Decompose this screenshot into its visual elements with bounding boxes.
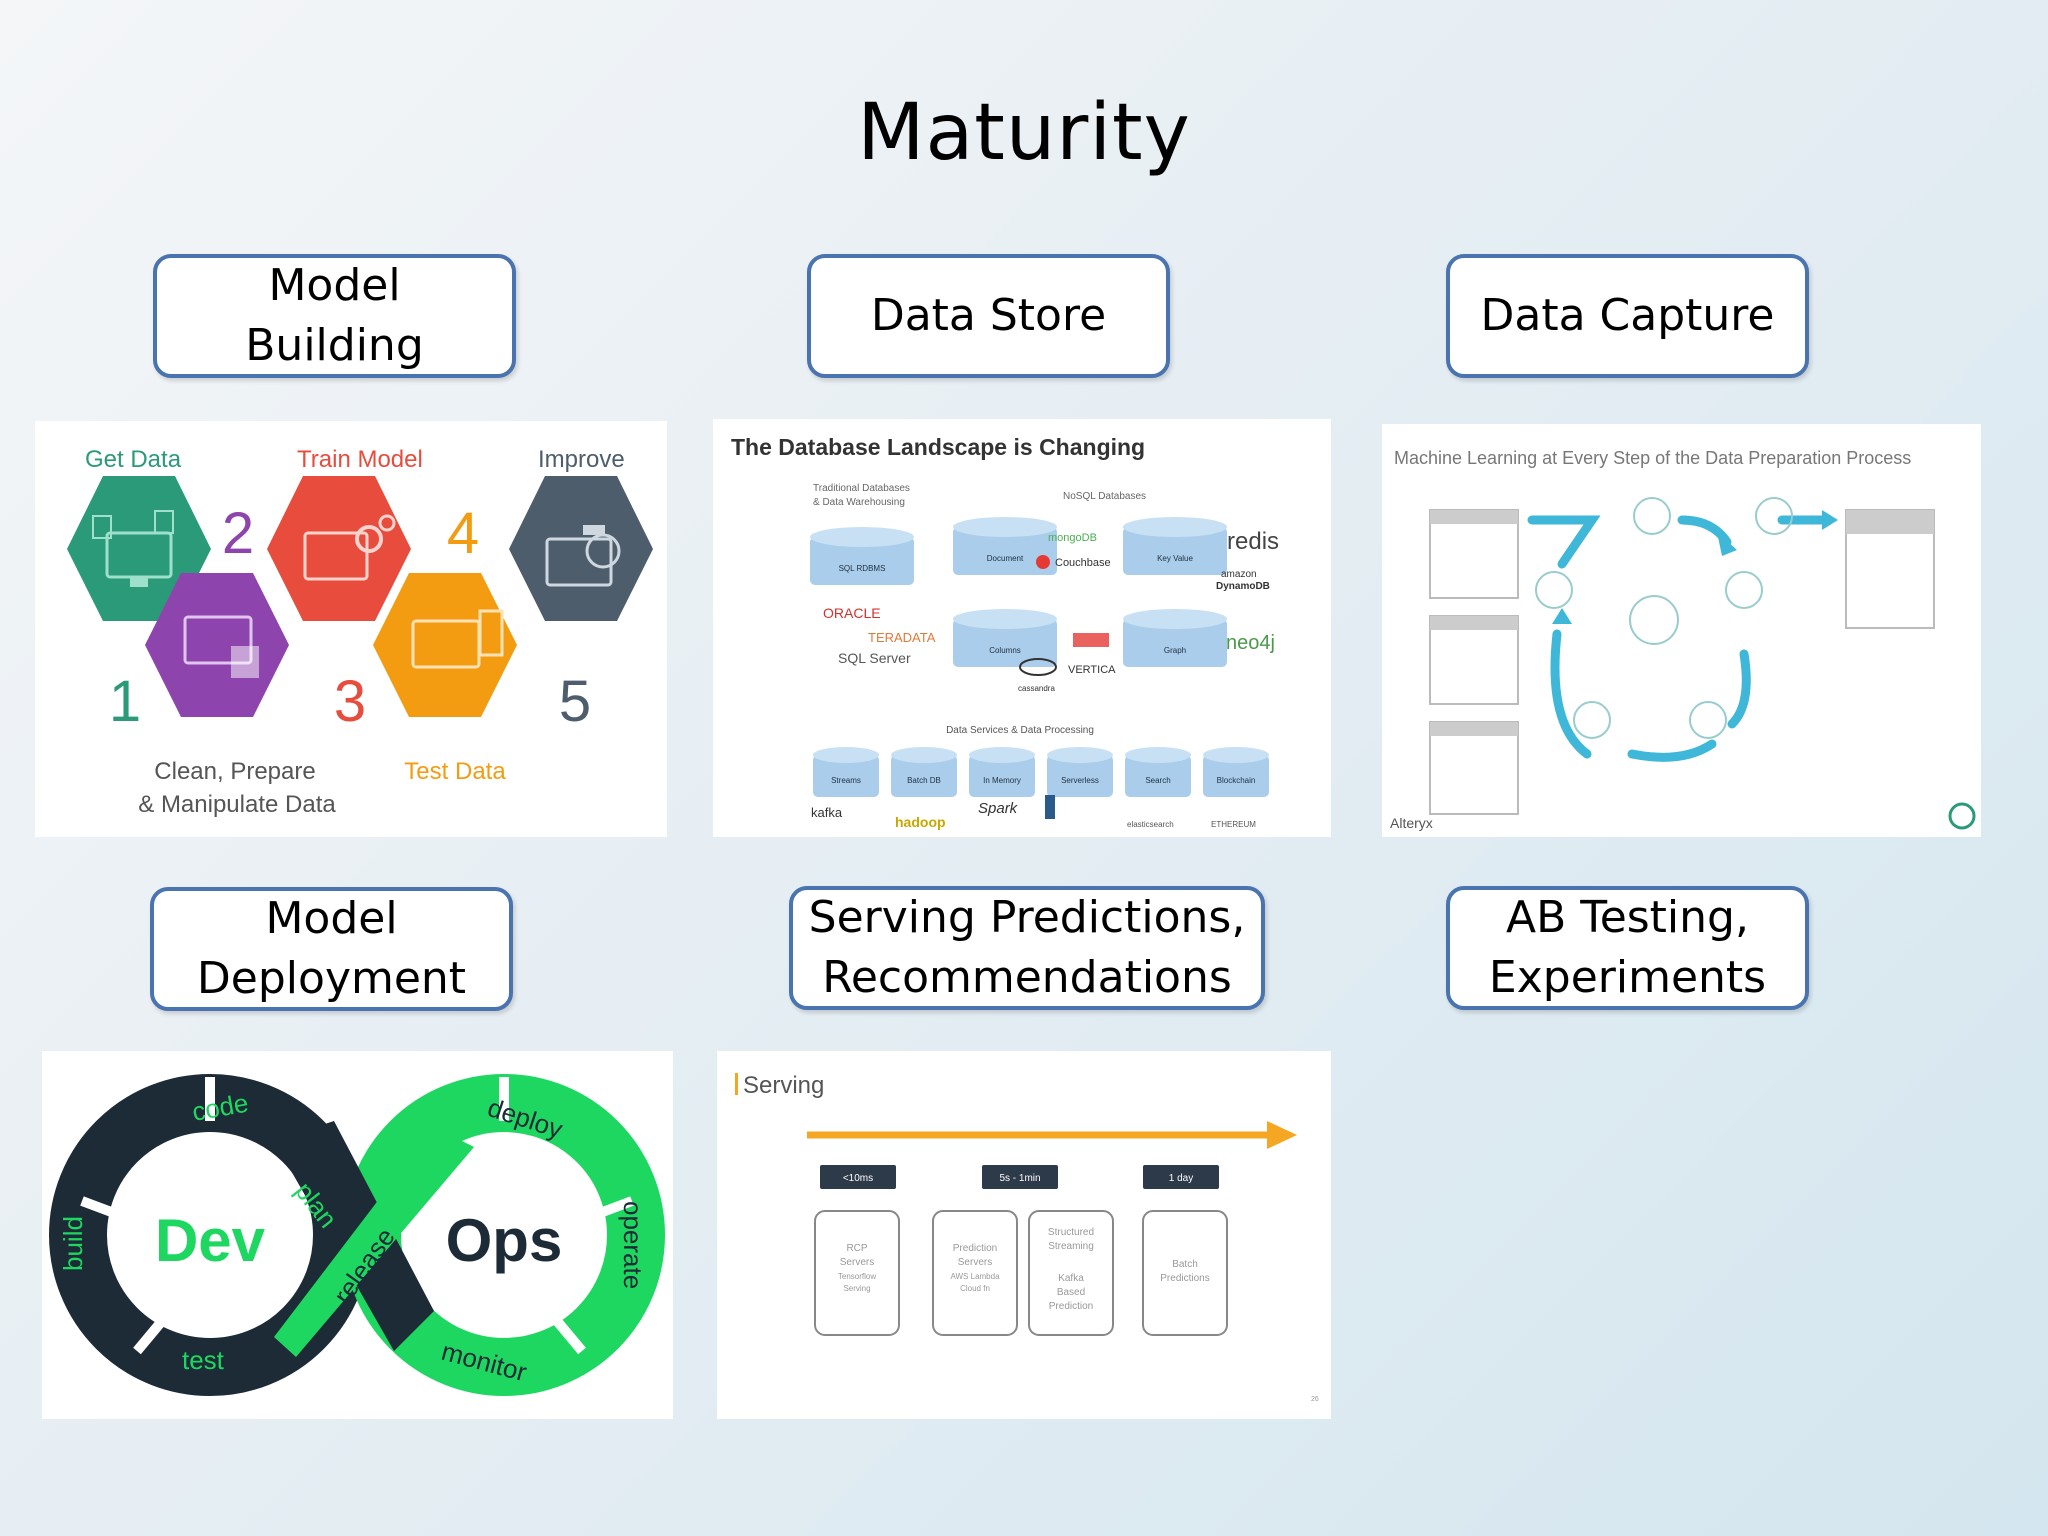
hex-train-model-label: Train Model [297, 446, 423, 473]
serving-box-3-line-4: Based [1057, 1287, 1085, 1298]
db-serverless: Serverless [1061, 776, 1099, 785]
db-couchbase: Couchbase [1055, 557, 1111, 569]
db-document: Document [987, 554, 1024, 563]
devops-test: test [182, 1345, 225, 1375]
db-sql-server: SQL Server [838, 650, 911, 666]
db-cassandra: cassandra [1018, 684, 1055, 693]
db-nosql: NoSQL Databases [1063, 491, 1146, 502]
hex-number-4: 4 [447, 501, 479, 566]
serving-badge-3: 1 day [1169, 1173, 1193, 1184]
db-batch: Batch DB [907, 776, 941, 785]
model-deployment-image: Dev Ops code build test plan release dep… [42, 1051, 673, 1419]
hex-test-data-label: Test Data [404, 758, 506, 785]
serving-title: Serving [743, 1072, 824, 1099]
db-spark: Spark [978, 800, 1019, 817]
hex-improve-label: Improve [538, 446, 625, 473]
db-inmemory: In Memory [983, 776, 1021, 785]
db-services: Data Services & Data Processing [946, 725, 1094, 736]
db-columns: Columns [989, 646, 1021, 655]
serving-box-3-line-2: Streaming [1048, 1241, 1094, 1252]
label-ab-testing: AB Testing,Experiments [1446, 886, 1809, 1010]
db-warehousing: & Data Warehousing [813, 497, 905, 508]
db-title: The Database Landscape is Changing [731, 434, 1145, 460]
hex-improve [509, 476, 653, 621]
hex-manipulate-label: & Manipulate Data [138, 791, 336, 818]
db-mongodb: mongoDB [1048, 532, 1097, 544]
label-data-capture: Data Capture [1446, 254, 1809, 378]
db-traditional: Traditional Databases [813, 483, 910, 494]
devops-operate: operate [618, 1201, 648, 1289]
serving-box-4-line-1: Batch [1172, 1259, 1198, 1270]
hex-get-data [67, 476, 211, 621]
serving-box-3-line-5: Prediction [1049, 1301, 1093, 1312]
capture-title: Machine Learning at Every Step of the Da… [1394, 448, 1911, 468]
slide-title: Maturity [857, 88, 1191, 178]
hex-number-2: 2 [222, 501, 254, 566]
serving-box-2-line-4: Cloud fn [960, 1284, 990, 1293]
db-oracle: ORACLE [823, 605, 881, 621]
hex-get-data-label: Get Data [85, 446, 182, 473]
db-dynamodb: DynamoDB [1216, 581, 1270, 592]
serving-box-2-line-1: Prediction [953, 1243, 997, 1254]
db-blockchain: Blockchain [1217, 776, 1256, 785]
hex-test-data [373, 573, 517, 717]
db-hadoop: hadoop [895, 814, 946, 830]
db-amazon: amazon [1221, 569, 1257, 580]
db-streams: Streams [831, 776, 861, 785]
capture-brand: Alteryx [1390, 815, 1433, 831]
db-key-value: Key Value [1157, 554, 1193, 563]
serving-box-1-line-4: Serving [843, 1284, 870, 1293]
data-store-image: The Database Landscape is Changing Tradi… [713, 419, 1331, 837]
devops-ops: Ops [446, 1207, 563, 1274]
db-graph: Graph [1164, 646, 1186, 655]
db-redis: redis [1227, 528, 1279, 555]
devops-build: build [58, 1216, 88, 1271]
serving-box-1-line-2: Servers [840, 1257, 874, 1268]
hex-train-model [267, 476, 411, 621]
label-serving: Serving Predictions,Recommendations [789, 886, 1265, 1010]
label-data-store: Data Store [807, 254, 1170, 378]
db-neo4j: neo4j [1226, 632, 1275, 654]
model-building-image: Get Data Train Model Improve Clean, Prep… [35, 421, 667, 837]
serving-box-2-line-2: Servers [958, 1257, 992, 1268]
db-vertica: VERTICA [1068, 664, 1116, 676]
db-ethereum: ETHEREUM [1211, 820, 1256, 829]
db-kafka: kafka [811, 805, 843, 820]
serving-badge-2: 5s - 1min [999, 1173, 1040, 1184]
serving-badge-1: <10ms [843, 1173, 873, 1184]
serving-box-1-line-1: RCP [846, 1243, 867, 1254]
hex-number-3: 3 [334, 669, 366, 734]
hex-clean [145, 573, 289, 717]
data-capture-image: Machine Learning at Every Step of the Da… [1382, 424, 1981, 837]
serving-box-2-line-3: AWS Lambda [950, 1272, 1000, 1281]
hex-number-5: 5 [559, 669, 591, 734]
db-elastic: elasticsearch [1127, 820, 1174, 829]
hex-number-1: 1 [109, 669, 141, 734]
serving-box-4-line-2: Predictions [1160, 1273, 1209, 1284]
devops-dev: Dev [155, 1207, 266, 1274]
serving-image: Serving <10ms 5s - 1min 1 day RCP Server… [717, 1051, 1331, 1419]
db-sql-rdbms: SQL RDBMS [839, 564, 886, 573]
serving-box-1-line-3: Tensorflow [838, 1272, 876, 1281]
db-search: Search [1145, 776, 1170, 785]
serving-box-3-line-3: Kafka [1058, 1273, 1084, 1284]
db-teradata: TERADATA [868, 630, 936, 645]
serving-box-3-line-1: Structured [1048, 1227, 1094, 1238]
hex-clean-label: Clean, Prepare [154, 758, 315, 785]
serving-page-number: 26 [1311, 1396, 1319, 1403]
